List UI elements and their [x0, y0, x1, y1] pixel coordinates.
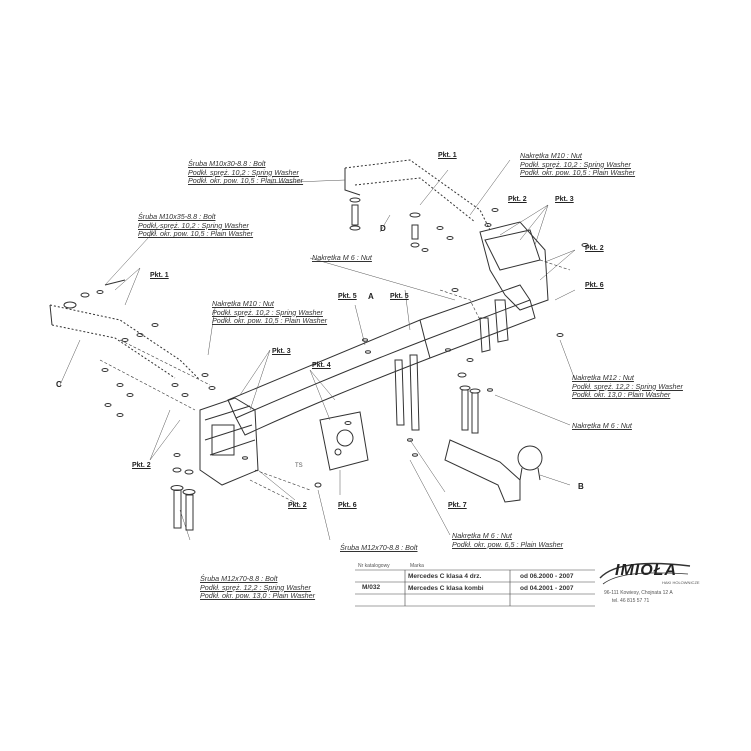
- label-nut-m10-top: Nakrętka M10 : Nut Podkł. spręż. 10,2 : …: [520, 151, 636, 178]
- pkt-6-right: Pkt. 6: [585, 282, 604, 289]
- tb-row1-date: od 06.2000 - 2007: [520, 573, 574, 580]
- label-bolt-m10x30: Śruba M10x30-8.8 : Bolt Podkł. spręż. 10…: [188, 159, 304, 186]
- pkt-3-top: Pkt. 3: [555, 196, 574, 203]
- pkt-3-mid: Pkt. 3: [272, 348, 291, 355]
- label-nut-m10-mid: Nakrętka M10 : Nut Podkł. spręż. 10,2 : …: [212, 299, 328, 326]
- letter-ts: TS: [295, 463, 303, 469]
- car-frame-left: [49, 304, 201, 381]
- bolt-stack-left: [63, 279, 216, 417]
- tb-col2-head: Marka: [410, 563, 424, 569]
- label-bolt-m12x70: Śruba M12x70-8.8 : Bolt: [340, 543, 418, 552]
- tb-row1-model: Mercedes C klasa 4 drz.: [408, 573, 482, 580]
- pkt-2-top: Pkt. 2: [508, 196, 527, 203]
- pkt-5a: Pkt. 5: [338, 293, 357, 300]
- letter-c: C: [56, 380, 62, 389]
- brand-address1: 96-111 Kowiesy, Chojnata 12 A: [604, 590, 673, 596]
- brand-sub: HAKI HOLOWNICZE: [662, 580, 700, 585]
- car-frame-right: [344, 159, 491, 231]
- label-nut-m6-right: Nakrętka M 6 : Nut: [572, 421, 632, 430]
- label-nut-m6: Nakrętka M 6 : Nut: [312, 253, 372, 262]
- strap-left: [394, 359, 405, 426]
- pkt-1-top: Pkt. 1: [438, 152, 457, 159]
- label-bolt-m10x35: Śruba M10x35-8.8 : Bolt Podkł. spręż. 10…: [138, 212, 254, 239]
- strap-rear: [479, 317, 491, 353]
- pkt-7: Pkt. 7: [448, 502, 467, 509]
- pkt-2-left: Pkt. 2: [132, 462, 151, 469]
- tb-col1-head: Nr katalogowy: [358, 563, 390, 569]
- bolt-stack-right: [457, 358, 481, 434]
- tow-ball: [517, 445, 543, 471]
- pkt-2-bottom: Pkt. 2: [288, 502, 307, 509]
- letter-a: A: [368, 292, 374, 301]
- pkt-1-left: Pkt. 1: [150, 272, 169, 279]
- logo-swoosh: [599, 562, 691, 579]
- pkt-4: Pkt. 4: [312, 362, 331, 369]
- bolt-stack-bottom-left: [170, 453, 196, 531]
- letter-b: B: [578, 482, 584, 491]
- tb-catalog-no: M/032: [362, 584, 381, 591]
- tb-row2-date: od 04.2001 - 2007: [520, 585, 574, 592]
- strap-right: [409, 354, 420, 431]
- ball-arm: [444, 439, 521, 503]
- small-fasteners: [242, 208, 589, 488]
- bolt-stack-top: [349, 197, 421, 248]
- socket-plate: [319, 411, 369, 471]
- label-nut-m12: Nakrętka M12 : Nut Podkł. spręż. 12,2 : …: [572, 373, 683, 400]
- letter-d: D: [380, 224, 386, 233]
- pkt-5b: Pkt. 5: [390, 293, 409, 300]
- brand-address2: tel. 46 815 57 71: [612, 598, 650, 604]
- label-bolt-m12x70-left: Śruba M12x70-8.8 : Bolt Podkł. spręż. 12…: [200, 574, 316, 601]
- brand-logo-text: IMIOŁA: [615, 562, 677, 579]
- pkt-2-right: Pkt. 2: [585, 245, 604, 252]
- tb-row2-model: Mercedes C klasa kombi: [408, 585, 484, 592]
- right-bracket: [479, 221, 549, 311]
- label-nut-m6-bottom: Nakrętka M 6 : Nut Podkł. okr. pow. 6,5 …: [452, 531, 564, 549]
- pkt-6-bottom: Pkt. 6: [338, 502, 357, 509]
